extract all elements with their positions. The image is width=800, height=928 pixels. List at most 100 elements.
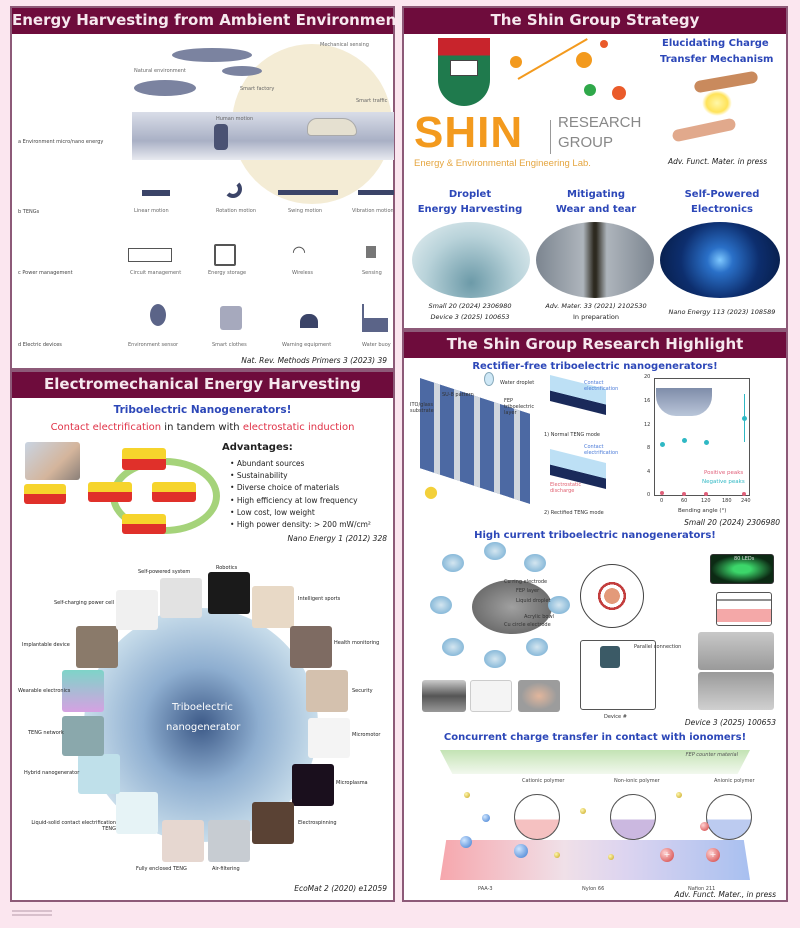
y-tick: 8 <box>647 445 651 451</box>
advantages-title: Advantages: <box>222 442 293 453</box>
cationic-circle <box>514 794 560 840</box>
app-label: Self-powered system <box>138 569 191 575</box>
x-tick: 60 <box>681 498 688 504</box>
cation-sphere: + <box>706 848 720 862</box>
droplet-image <box>412 222 530 298</box>
current-chart <box>580 640 656 710</box>
circuit-icon <box>128 248 172 262</box>
neg-point <box>660 442 665 447</box>
logo-shin: SHIN <box>414 108 524 157</box>
buoy-icon <box>362 304 388 332</box>
device-label: Warning equipment <box>282 342 332 348</box>
globe-label: Triboelectric <box>172 702 233 713</box>
molecule-node <box>510 56 522 68</box>
device-label: Water buoy <box>362 342 391 348</box>
motion-label: Linear motion <box>134 208 169 214</box>
teng-stack <box>152 482 196 502</box>
bowl-icon <box>430 596 452 614</box>
x-tick: 180 <box>722 498 732 504</box>
scene-label: Smart traffic <box>356 98 388 104</box>
app-label: Air-filtering <box>212 866 240 872</box>
advantages-list: • Abundant sources • Sustainability • Di… <box>230 458 371 531</box>
wear-image <box>536 222 654 298</box>
diagram-label: Contact electrification <box>584 444 619 456</box>
bowl-icon <box>484 650 506 668</box>
scene-label: Smart factory <box>240 86 275 92</box>
book-icon <box>450 60 478 76</box>
chip-image <box>660 222 780 298</box>
nonionic-circle <box>610 794 656 840</box>
swing-icon <box>278 190 338 195</box>
panel-title: Electromechanical Energy Harvesting <box>12 372 393 398</box>
citation: Nat. Rev. Methods Primers 3 (2023) 39 <box>241 356 387 365</box>
y-tick: 4 <box>647 469 651 475</box>
app-label: Security <box>352 688 373 694</box>
polar-chart <box>580 564 644 628</box>
row-label-c: c Power management <box>18 270 73 276</box>
ambient-scene: Natural environment Mechanical sensing S… <box>132 34 394 204</box>
panel-electromechanical: Electromechanical Energy Harvesting Trib… <box>10 370 395 902</box>
pos-point <box>704 492 708 496</box>
power-label: Energy storage <box>208 270 247 276</box>
device-label: Cu circle electrode <box>504 622 551 628</box>
electron-sphere <box>554 852 560 858</box>
app-thumb <box>208 820 250 862</box>
app-thumb <box>208 572 250 614</box>
app-thumb <box>308 718 350 758</box>
neg-point <box>704 440 709 445</box>
bowl-icon <box>442 554 464 572</box>
sem-image <box>422 680 466 712</box>
app-label: Wearable electronics <box>18 688 71 694</box>
app-thumb <box>160 578 202 618</box>
citation: Adv. Funct. Mater., in press <box>674 890 777 899</box>
scene-label: Human motion <box>216 116 254 122</box>
row-label-d: d Electric devices <box>18 342 62 348</box>
battery-icon <box>214 244 236 266</box>
power-label: Wireless <box>292 270 313 276</box>
app-thumb <box>78 754 120 794</box>
advantage-item: • Sustainability <box>230 471 288 481</box>
topic-title: Mitigating <box>567 189 625 200</box>
bowl-icon <box>548 596 570 614</box>
topic-title: Droplet <box>448 189 492 200</box>
advantage-item: • High power density: > 200 mW/cm² <box>230 520 371 530</box>
molecule-node <box>584 84 596 96</box>
device-label: Acrylic bowl <box>524 614 554 620</box>
app-label: Microplasma <box>336 780 368 786</box>
citation: Device 3 (2025) 100653 <box>684 718 776 727</box>
section-title: High current triboelectric nanogenerator… <box>474 530 716 541</box>
diagram-label: SU-8 pattern <box>442 392 474 398</box>
topic-title: Electronics <box>691 204 753 215</box>
hand-bottom-icon <box>671 117 737 143</box>
citation: Nano Energy 1 (2012) 328 <box>287 534 388 543</box>
app-thumb <box>162 820 204 862</box>
citation: Adv. Mater. 33 (2021) 2102530 <box>545 302 647 310</box>
x-tick: 240 <box>741 498 751 504</box>
ionomer-base <box>440 840 750 880</box>
panel-ambient-energy: Energy Harvesting from Ambient Environme… <box>10 6 412 370</box>
alarm-icon <box>300 314 318 328</box>
citation: EcoMat 2 (2020) e12059 <box>294 884 387 893</box>
electron-sphere <box>608 854 614 860</box>
bowl-icon <box>526 638 548 656</box>
neg-point <box>682 438 687 443</box>
material-label: Nylon 66 <box>582 886 605 892</box>
molecule-node <box>576 52 592 68</box>
device-photo <box>518 680 560 712</box>
led-label: 80 LEDs <box>734 556 755 562</box>
section-title: Rectifier-free triboelectric nanogenerat… <box>472 361 718 372</box>
y-tick: 0 <box>647 492 651 498</box>
row-label-b: b TENGs <box>18 209 40 215</box>
chart-plot-area <box>654 378 750 496</box>
bowl-icon <box>524 554 546 572</box>
chart-band <box>656 388 712 416</box>
footer-fineprint <box>12 914 52 916</box>
polymer-label: Anionic polymer <box>714 778 755 784</box>
y-tick: 20 <box>644 374 651 380</box>
cloud-icon <box>222 66 262 76</box>
anion-sphere <box>514 844 528 858</box>
chart-label: Device # <box>604 714 627 720</box>
stability-chart <box>716 592 772 626</box>
x-tick: 0 <box>660 498 664 504</box>
molecule-node <box>600 40 608 48</box>
